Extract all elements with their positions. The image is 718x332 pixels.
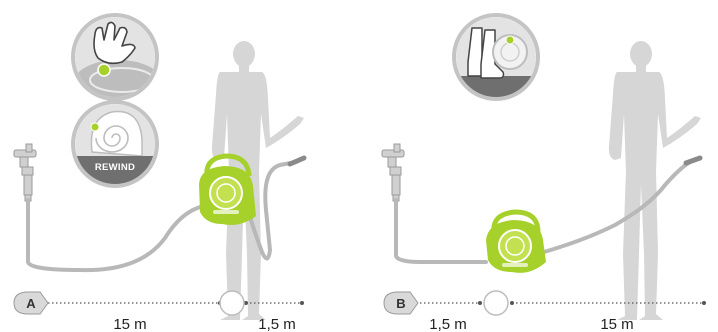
hose-b-extended xyxy=(544,162,690,252)
badge-rewind: REWIND xyxy=(70,102,160,190)
marker-a-label: A xyxy=(26,296,36,311)
scale-b-reel-position xyxy=(484,291,508,315)
hose-nozzle-a xyxy=(290,158,304,164)
hose-nozzle-b xyxy=(686,158,700,163)
water-tap-icon xyxy=(14,144,36,201)
distance-a-long: 15 m xyxy=(113,316,146,332)
person-silhouette-icon-b xyxy=(609,41,701,320)
scale-a: A 15 m 1,5 m xyxy=(14,291,304,332)
water-tap-icon-b xyxy=(382,144,404,201)
hose-b xyxy=(396,200,486,262)
rewind-label: REWIND xyxy=(95,162,135,173)
marker-b-label: B xyxy=(396,296,405,311)
distance-b-long: 15 m xyxy=(600,316,633,332)
panel-b: B 1,5 m 15 m xyxy=(382,15,706,332)
hose-reel-icon-b xyxy=(486,212,546,273)
distance-b-short: 1,5 m xyxy=(429,316,467,332)
panel-a: REWIND xyxy=(14,15,304,332)
scale-a-reel-position xyxy=(220,291,244,315)
scale-b: B 1,5 m 15 m xyxy=(384,291,706,332)
distance-a-short: 1,5 m xyxy=(258,316,296,332)
badge-hand-press xyxy=(73,15,162,104)
hose-a xyxy=(28,200,230,270)
hose-reel-icon xyxy=(199,156,256,225)
badge-boots xyxy=(450,15,542,106)
